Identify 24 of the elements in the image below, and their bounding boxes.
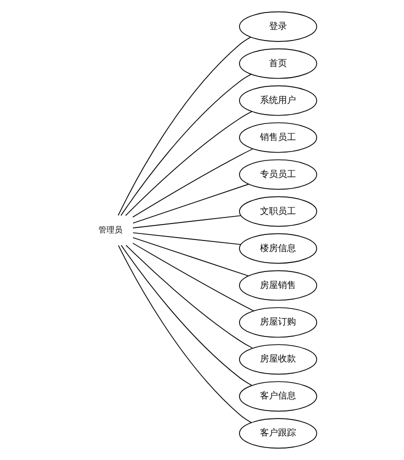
node-ellipse: 客户跟踪 [238,418,317,449]
connector [132,237,248,276]
node-ellipse: 专员员工 [238,159,317,190]
node-ellipse: 楼房信息 [238,233,317,264]
node-ellipse: 房屋订购 [238,307,317,338]
node-ellipse: 文职员工 [238,196,317,227]
connector [117,36,250,216]
node-ellipse: 房屋销售 [238,270,317,301]
connector [120,244,252,386]
node-ellipse: 销售员工 [238,122,317,153]
connector [120,74,252,216]
connector [132,148,253,218]
connector [118,245,252,424]
node-ellipse: 登录 [238,11,317,42]
node-ellipse: 房屋收款 [238,344,317,375]
connector [132,232,241,245]
connector [124,111,252,216]
connector [125,244,252,348]
node-text: 管理员 [98,224,122,234]
connector [132,215,241,228]
node-ellipse: 客户信息 [238,381,317,412]
node-ellipse: 系统用户 [238,85,317,116]
node-ellipse: 首页 [238,48,317,79]
connector [132,184,249,224]
